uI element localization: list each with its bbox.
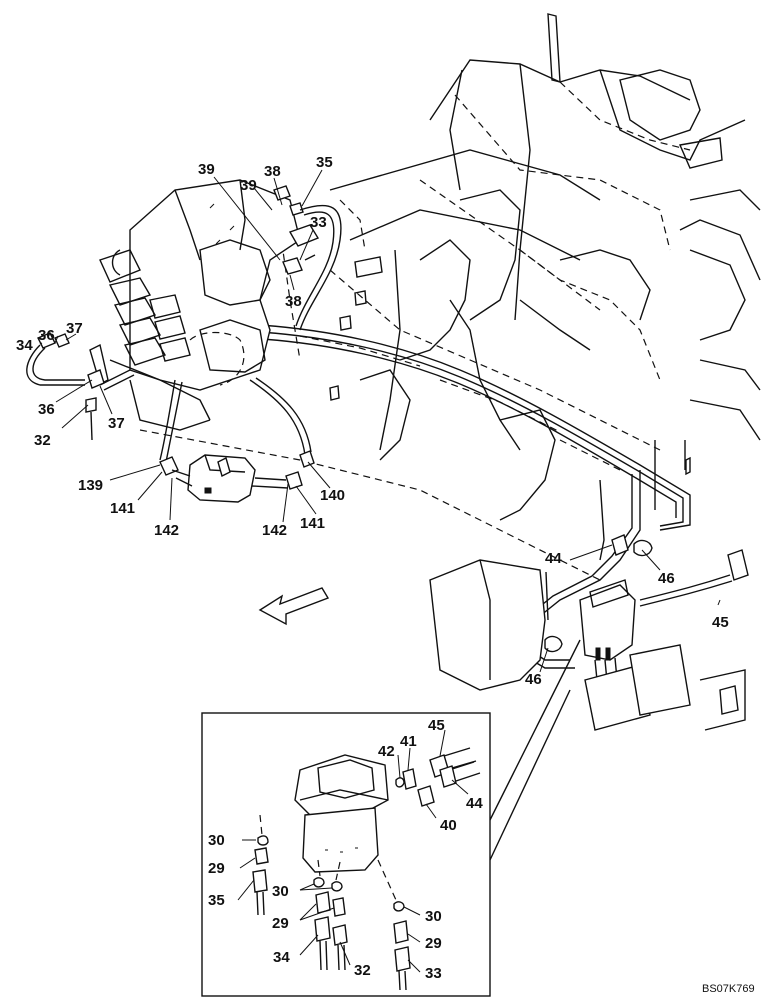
part-label: 46: [525, 671, 542, 688]
shutoff-valve: [159, 450, 315, 503]
pilot-valve-area: [429, 534, 749, 731]
part-label: 37: [108, 415, 125, 432]
part-label: 36: [38, 327, 55, 344]
part-label: 45: [428, 717, 445, 734]
part-label: 37: [66, 320, 83, 337]
part-label: 142: [154, 522, 179, 539]
part-label: 34: [273, 949, 290, 966]
part-label: 45: [712, 614, 729, 631]
part-label: 35: [316, 154, 333, 171]
leader-lines: [39, 169, 721, 973]
part-label: 42: [378, 743, 395, 760]
part-label: 30: [208, 832, 225, 849]
part-label: 36: [38, 401, 55, 418]
part-label: 33: [310, 214, 327, 231]
part-label: 32: [34, 432, 51, 449]
pilot-hoses: [26, 204, 342, 463]
part-label: 41: [400, 733, 417, 750]
part-labels: 39 38 35 39 33 38 34 36 37 36 37 32 139 …: [16, 154, 729, 982]
part-label: 38: [285, 293, 302, 310]
part-label: 35: [208, 892, 225, 909]
part-label: 39: [198, 161, 215, 178]
part-label: 32: [354, 962, 371, 979]
direction-arrow: [258, 587, 330, 626]
part-label: 140: [320, 487, 345, 504]
part-label: 33: [425, 965, 442, 982]
part-label: 46: [658, 570, 675, 587]
part-label: 30: [272, 883, 289, 900]
detail-inset: [201, 639, 581, 997]
part-label: 29: [272, 915, 289, 932]
part-label: 142: [262, 522, 287, 539]
part-label: 38: [264, 163, 281, 180]
part-label: 30: [425, 908, 442, 925]
part-label: 44: [466, 795, 483, 812]
part-label: 34: [16, 337, 33, 354]
reference-code: BS07K769: [702, 983, 755, 995]
part-label: 139: [78, 477, 103, 494]
part-label: 29: [425, 935, 442, 952]
part-label: 40: [440, 817, 457, 834]
part-label: 141: [300, 515, 325, 532]
part-label: 141: [110, 500, 135, 517]
part-label: 44: [545, 550, 562, 567]
pipe-bundle: [259, 324, 691, 669]
part-label: 39: [240, 177, 257, 194]
part-label: 29: [208, 860, 225, 877]
